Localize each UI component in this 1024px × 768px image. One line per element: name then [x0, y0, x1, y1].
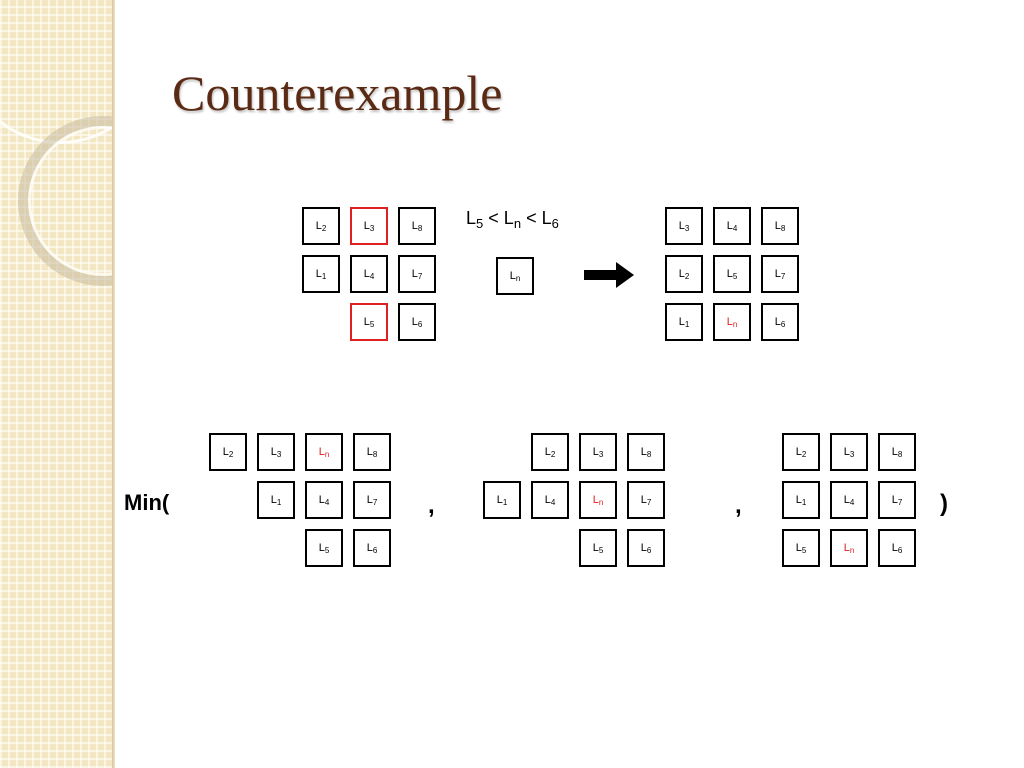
cell-label: L1	[678, 315, 690, 329]
grid-cell-l6: L6	[761, 303, 799, 341]
grid-cell-ln: Ln	[579, 481, 617, 519]
grid-cell-l3: L3	[579, 433, 617, 471]
cell-label: L5	[318, 541, 330, 555]
condition-label: L5 < Ln < L6	[466, 208, 559, 231]
cell-label: L3	[270, 445, 282, 459]
inserted-cell-ln: Ln	[496, 257, 534, 295]
cell-label: L2	[678, 267, 690, 281]
grid-cell-l7: L7	[353, 481, 391, 519]
cell-label: L2	[795, 445, 807, 459]
cell-label: L3	[363, 219, 375, 233]
cell-label: L4	[843, 493, 855, 507]
cell-label: L6	[640, 541, 652, 555]
cell-label: L3	[592, 445, 604, 459]
cell-label: L6	[411, 315, 423, 329]
cell-label: L7	[774, 267, 786, 281]
right-arrow-icon	[584, 262, 634, 288]
cell-label: Ln	[726, 315, 738, 329]
decorative-sidebar	[0, 0, 114, 768]
grid-cell-l8: L8	[878, 433, 916, 471]
cell-label: Ln	[843, 541, 855, 555]
grid-cell-l5: L5	[305, 529, 343, 567]
grid-cell-l5: L5	[350, 303, 388, 341]
grid-cell-l4: L4	[305, 481, 343, 519]
grid-cell-l4: L4	[713, 207, 751, 245]
grid-cell-l8: L8	[627, 433, 665, 471]
grid-cell-l6: L6	[878, 529, 916, 567]
cell-label: L4	[544, 493, 556, 507]
grid-cell-l1: L1	[782, 481, 820, 519]
grid-cell-l5: L5	[782, 529, 820, 567]
sidebar-divider	[112, 0, 115, 768]
min-function-label: Min(	[124, 490, 170, 515]
cell-label: L7	[366, 493, 378, 507]
grid-cell-l4: L4	[350, 255, 388, 293]
slide-title: Counterexample	[172, 65, 503, 121]
grid-cell-l3: L3	[830, 433, 868, 471]
grid-cell-l1: L1	[483, 481, 521, 519]
grid-cell-l6: L6	[353, 529, 391, 567]
grid-cell-l2: L2	[209, 433, 247, 471]
grid-cell-l2: L2	[782, 433, 820, 471]
grid-cell-l6: L6	[627, 529, 665, 567]
grid-cell-l7: L7	[627, 481, 665, 519]
grid-cell-l7: L7	[761, 255, 799, 293]
cell-label: Ln	[318, 445, 330, 459]
grid-cell-l1: L1	[302, 255, 340, 293]
cell-label: L1	[315, 267, 327, 281]
grid-cell-l5: L5	[579, 529, 617, 567]
grid-cell-l2: L2	[531, 433, 569, 471]
grid-cell-l8: L8	[761, 207, 799, 245]
cell-label: L2	[315, 219, 327, 233]
grid-cell-l1: L1	[665, 303, 703, 341]
cell-label: L3	[843, 445, 855, 459]
cell-label: L7	[411, 267, 423, 281]
cell-label: L4	[318, 493, 330, 507]
cell-label: L8	[640, 445, 652, 459]
grid-cell-ln: Ln	[713, 303, 751, 341]
cell-label: L5	[726, 267, 738, 281]
grid-cell-l1: L1	[257, 481, 295, 519]
cell-label: L6	[366, 541, 378, 555]
grid-cell-l7: L7	[398, 255, 436, 293]
grid-cell-ln: Ln	[830, 529, 868, 567]
cell-label: L5	[363, 315, 375, 329]
cell-label: L6	[891, 541, 903, 555]
grid-cell-l4: L4	[531, 481, 569, 519]
grid-cell-l4: L4	[830, 481, 868, 519]
cell-label: L2	[544, 445, 556, 459]
cell-label: L8	[891, 445, 903, 459]
cell-label: Ln	[592, 493, 604, 507]
cell-label: L5	[592, 541, 604, 555]
grid-cell-l5: L5	[713, 255, 751, 293]
grid-cell-l6: L6	[398, 303, 436, 341]
cell-label: L2	[222, 445, 234, 459]
cell-label: L8	[774, 219, 786, 233]
grid-cell-l3: L3	[665, 207, 703, 245]
cell-label: L4	[726, 219, 738, 233]
decorative-ring-middle	[18, 116, 114, 286]
cell-label: L4	[363, 267, 375, 281]
grid-cell-l8: L8	[353, 433, 391, 471]
separator-comma-2: ,	[735, 492, 742, 519]
closing-paren: )	[940, 490, 948, 517]
cell-label: L8	[366, 445, 378, 459]
cell-label: L7	[891, 493, 903, 507]
grid-cell-l3: L3	[257, 433, 295, 471]
grid-cell-l8: L8	[398, 207, 436, 245]
grid-cell-l3: L3	[350, 207, 388, 245]
separator-comma-1: ,	[428, 492, 435, 519]
cell-label: L6	[774, 315, 786, 329]
cell-label: L7	[640, 493, 652, 507]
cell-label: L8	[411, 219, 423, 233]
cell-label: L1	[496, 493, 508, 507]
grid-cell-l2: L2	[665, 255, 703, 293]
cell-label: L1	[795, 493, 807, 507]
cell-label: L3	[678, 219, 690, 233]
cell-label: L1	[270, 493, 282, 507]
cell-label: L5	[795, 541, 807, 555]
grid-cell-l7: L7	[878, 481, 916, 519]
grid-cell-l2: L2	[302, 207, 340, 245]
grid-cell-ln: Ln	[305, 433, 343, 471]
